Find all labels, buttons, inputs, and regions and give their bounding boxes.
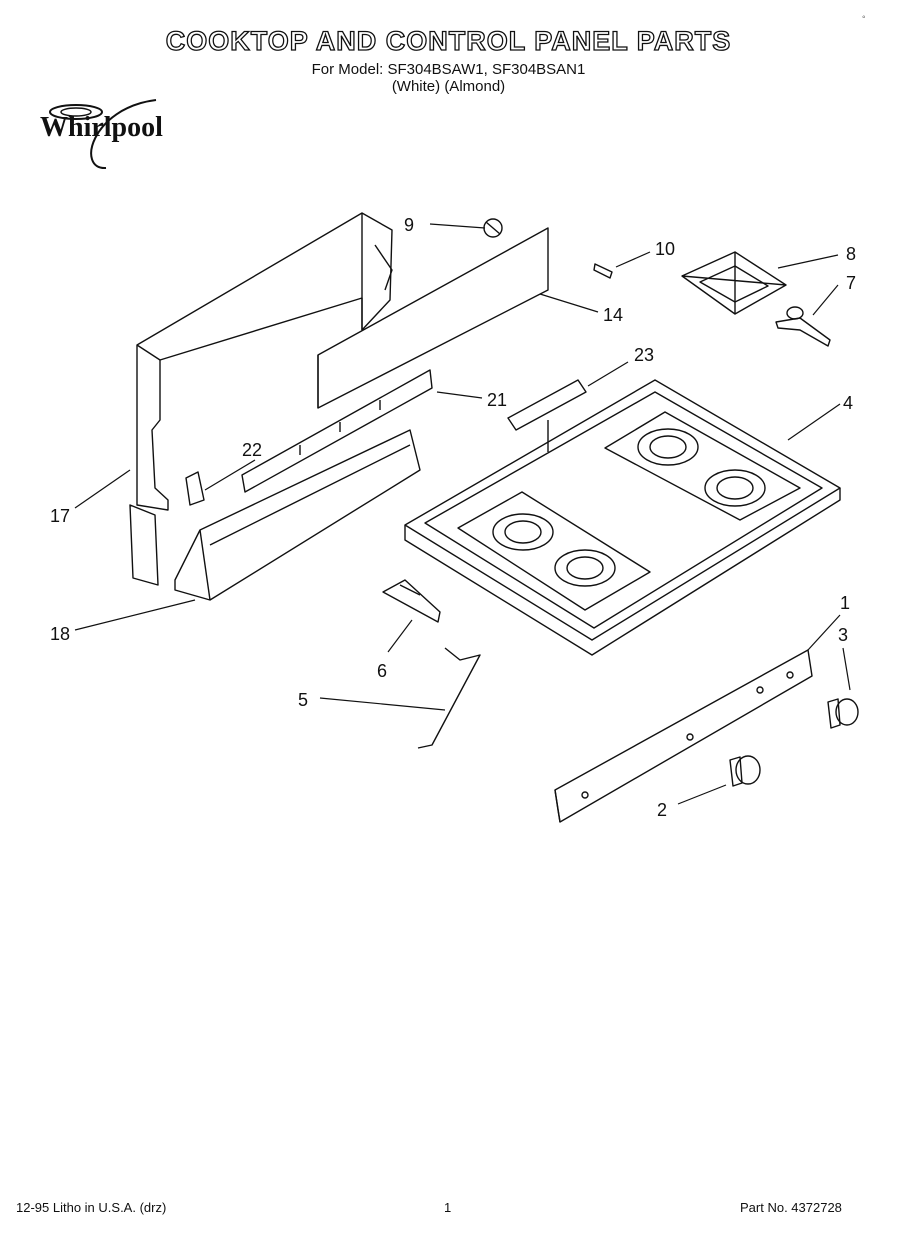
color-line: (White) (Almond) — [391, 78, 506, 95]
whirlpool-logo — [49, 99, 157, 170]
igniter-tube — [507, 379, 587, 452]
cooktop-main — [404, 379, 841, 656]
screw-part-9 — [483, 218, 503, 238]
control-bracket — [554, 649, 813, 823]
callout-14: 14 — [603, 305, 623, 325]
callout-17: 17 — [50, 506, 70, 526]
panel-clip — [185, 471, 205, 506]
callout-2: 2 — [657, 800, 667, 820]
control-knob-2 — [729, 755, 761, 787]
control-knob-3 — [827, 698, 859, 729]
callout-10: 10 — [655, 239, 675, 259]
callout-1: 1 — [840, 593, 850, 613]
callout-8: 8 — [846, 244, 856, 264]
control-panel-overlay — [317, 227, 549, 409]
footer-page-number: 1 — [444, 1200, 452, 1215]
callout-22: 22 — [242, 440, 262, 460]
brand-logo-text: Whirlpool — [40, 112, 163, 143]
support-rod — [417, 647, 481, 749]
backguard-panel — [129, 212, 393, 586]
callout-4: 4 — [843, 393, 853, 413]
panel-bracket — [241, 369, 433, 493]
screw-part-10 — [593, 263, 613, 279]
callout-21: 21 — [487, 390, 507, 410]
grate-bracket — [775, 306, 831, 347]
burner-grate — [681, 251, 787, 315]
callout-18: 18 — [50, 624, 70, 644]
corner-mark-icon: ◦ — [862, 12, 866, 23]
model-line: For Model: SF304BSAW1, SF304BSAN1 — [311, 61, 586, 78]
callout-23: 23 — [634, 345, 654, 365]
callout-9: 9 — [404, 215, 414, 235]
footer-litho: 12-95 Litho in U.S.A. (drz) — [16, 1200, 167, 1215]
support-bracket — [382, 579, 441, 623]
footer-part-number: Part No. 4372728 — [740, 1200, 842, 1215]
callout-7: 7 — [846, 273, 856, 293]
page-title: COOKTOP AND CONTROL PANEL PARTS — [165, 25, 732, 56]
lower-channel — [174, 429, 421, 601]
callout-3: 3 — [838, 625, 848, 645]
callout-5: 5 — [298, 690, 308, 710]
callout-6: 6 — [377, 661, 387, 681]
